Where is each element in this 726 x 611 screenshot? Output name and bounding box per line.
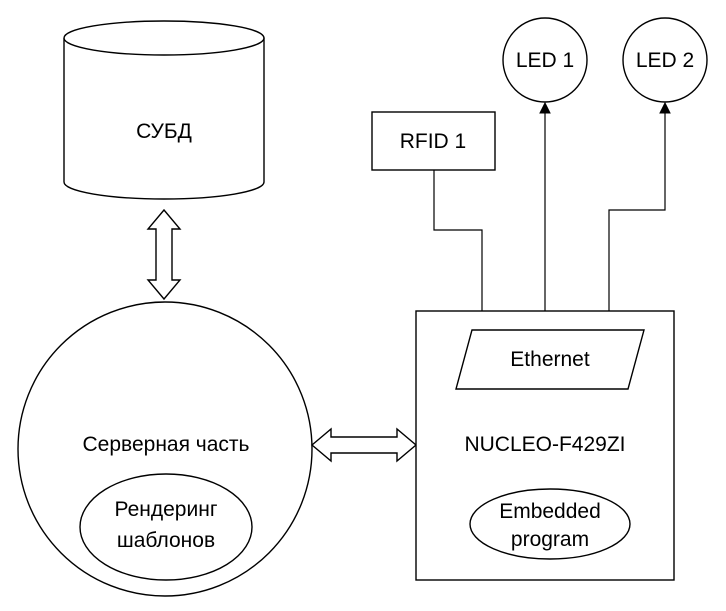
led2-label: LED 2 [636,49,694,72]
led1-label: LED 1 [516,49,574,72]
led2-circle[interactable]: LED 2 [622,17,708,103]
rfid-label: RFID 1 [400,130,467,153]
rfid-box[interactable]: RFID 1 [371,111,496,171]
led1-arrowhead [539,101,551,114]
rendering-ellipse[interactable]: Рендеринг шаблонов [79,473,253,581]
server-board-double-arrow[interactable] [310,427,418,463]
embedded-label-line2: program [511,528,589,551]
board-label: NUCLEO-F429ZI [464,433,625,456]
server-label: Серверная часть [83,433,250,456]
ethernet-label: Ethernet [510,348,590,371]
board-led1-arrow[interactable] [539,101,551,311]
embedded-program-ellipse[interactable]: Embedded program [469,488,631,560]
led2-arrowhead [659,101,671,114]
dbms-label: СУБД [136,120,192,143]
rendering-label-line2: шаблонов [117,529,215,552]
rfid-board-connector[interactable] [433,170,483,311]
dbms-server-double-arrow[interactable] [146,208,182,301]
rendering-label-line1: Рендеринг [115,498,218,521]
ethernet-parallelogram[interactable]: Ethernet [455,329,645,390]
led1-circle[interactable]: LED 1 [502,17,588,103]
board-led2-arrow[interactable] [608,101,671,311]
embedded-label-line1: Embedded [499,500,601,523]
dbms-cylinder[interactable]: СУБД [63,20,265,200]
